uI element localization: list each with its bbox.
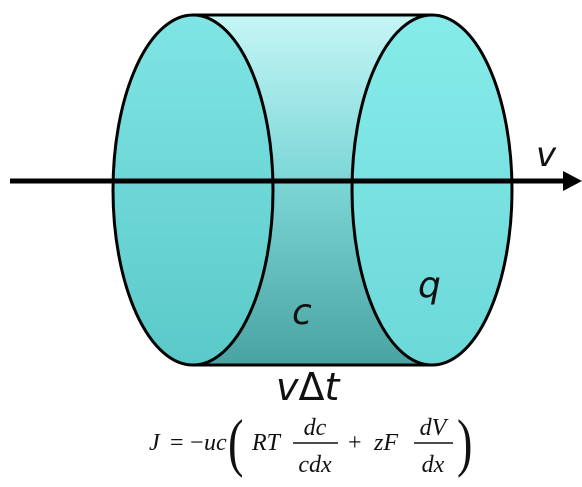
eq-minus: −: [190, 430, 204, 456]
eq-frac1-den: cdx: [298, 452, 332, 478]
length-label: vΔt: [276, 365, 342, 409]
flow-arrowhead-icon: [563, 171, 582, 191]
eq-frac2-num: dV: [420, 415, 449, 441]
length-label-v: v: [276, 365, 299, 409]
eq-coeff: uc: [204, 430, 227, 456]
eq-lhs: J: [149, 430, 161, 456]
eq-open-paren: (: [228, 408, 243, 479]
eq-equals: =: [170, 430, 184, 456]
eq-close-paren: ): [457, 408, 472, 479]
eq-frac2-den: dx: [422, 452, 445, 478]
eq-frac1-num: dc: [304, 415, 327, 441]
left-end-cap: [111, 13, 275, 367]
length-label-delta: Δ: [299, 365, 325, 409]
charge-label: q: [418, 265, 441, 306]
concentration-label: c: [292, 292, 312, 333]
eq-term2-prefix: zF: [373, 430, 398, 456]
right-end-cap: [350, 13, 514, 367]
flux-equation: J = − uc ( RT dc cdx + zF dV dx ): [149, 408, 472, 479]
eq-plus: +: [348, 430, 362, 456]
eq-term1-prefix: RT: [251, 430, 282, 456]
length-label-t: t: [325, 365, 342, 409]
velocity-label: v: [536, 135, 557, 175]
